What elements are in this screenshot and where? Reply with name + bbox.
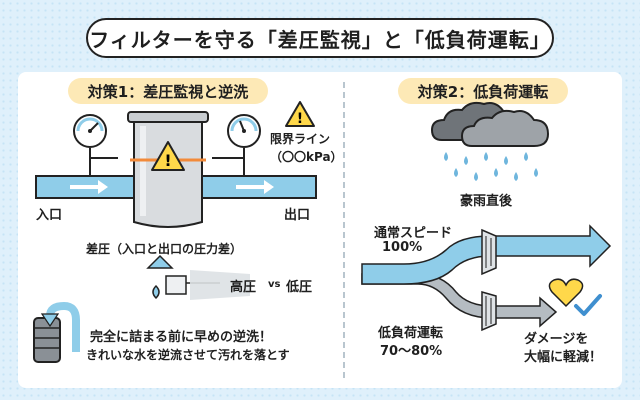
heart-icon (548, 278, 584, 308)
warning-icon: ! (151, 141, 185, 171)
normal-speed-label: 通常スピード (374, 226, 453, 241)
rain-drops (444, 152, 538, 181)
backwash-text-line1: 完全に詰まる前に早めの逆洗！ (90, 330, 273, 345)
left-section-heading: 対策1：差圧監視と逆洗 (68, 78, 268, 104)
damage-text-line2: 大幅に軽減！ (524, 350, 603, 365)
after-heavy-rain-label: 豪雨直後 (460, 194, 513, 209)
limit-warning-icon: ! (285, 101, 315, 127)
low-pressure-label: 低圧 (286, 280, 313, 295)
versus-label: vs (268, 279, 281, 290)
filter-screen-low-load-icon (481, 291, 497, 332)
high-pressure-label: 高圧 (230, 280, 257, 295)
limit-line-label: 限界ライン (270, 132, 331, 146)
svg-text:!: ! (297, 111, 303, 127)
backwash-filter-icon (33, 317, 61, 363)
section-divider (343, 82, 345, 378)
filter-tank (127, 111, 209, 228)
pressure-funnel-icon (146, 254, 250, 300)
page-title: フィルターを守る「差圧監視」と「低負荷運転」 (86, 18, 554, 58)
inlet-arrow (70, 180, 108, 194)
rain-cloud-icon (430, 101, 550, 147)
outlet-label: 出口 (284, 208, 311, 223)
inlet-pressure-gauge-icon (73, 114, 118, 176)
backwash-arrow-icon (40, 301, 80, 352)
low-load-flow-arrow (361, 273, 558, 328)
normal-speed-percent: 100% (382, 240, 423, 255)
svg-text:!: ! (164, 151, 171, 170)
right-section-heading: 対策2：低負荷運転 (398, 78, 568, 104)
filter-screen-normal-icon (481, 228, 497, 276)
checkmark-icon (574, 294, 602, 316)
differential-pressure-caption: 差圧（入口と出口の圧力差） (86, 242, 243, 256)
damage-text-line1: ダメージを (524, 332, 589, 347)
backwash-text-line2: きれいな水を逆流させて汚れを落とす (86, 348, 290, 362)
limit-value-label: （〇〇kPa） (270, 150, 343, 164)
inlet-label: 入口 (36, 208, 63, 223)
outlet-pressure-gauge-icon (212, 114, 261, 176)
outlet-arrow (236, 180, 274, 194)
low-load-percent: 70〜80% (380, 344, 443, 359)
low-load-operation-label: 低負荷運転 (378, 326, 444, 341)
